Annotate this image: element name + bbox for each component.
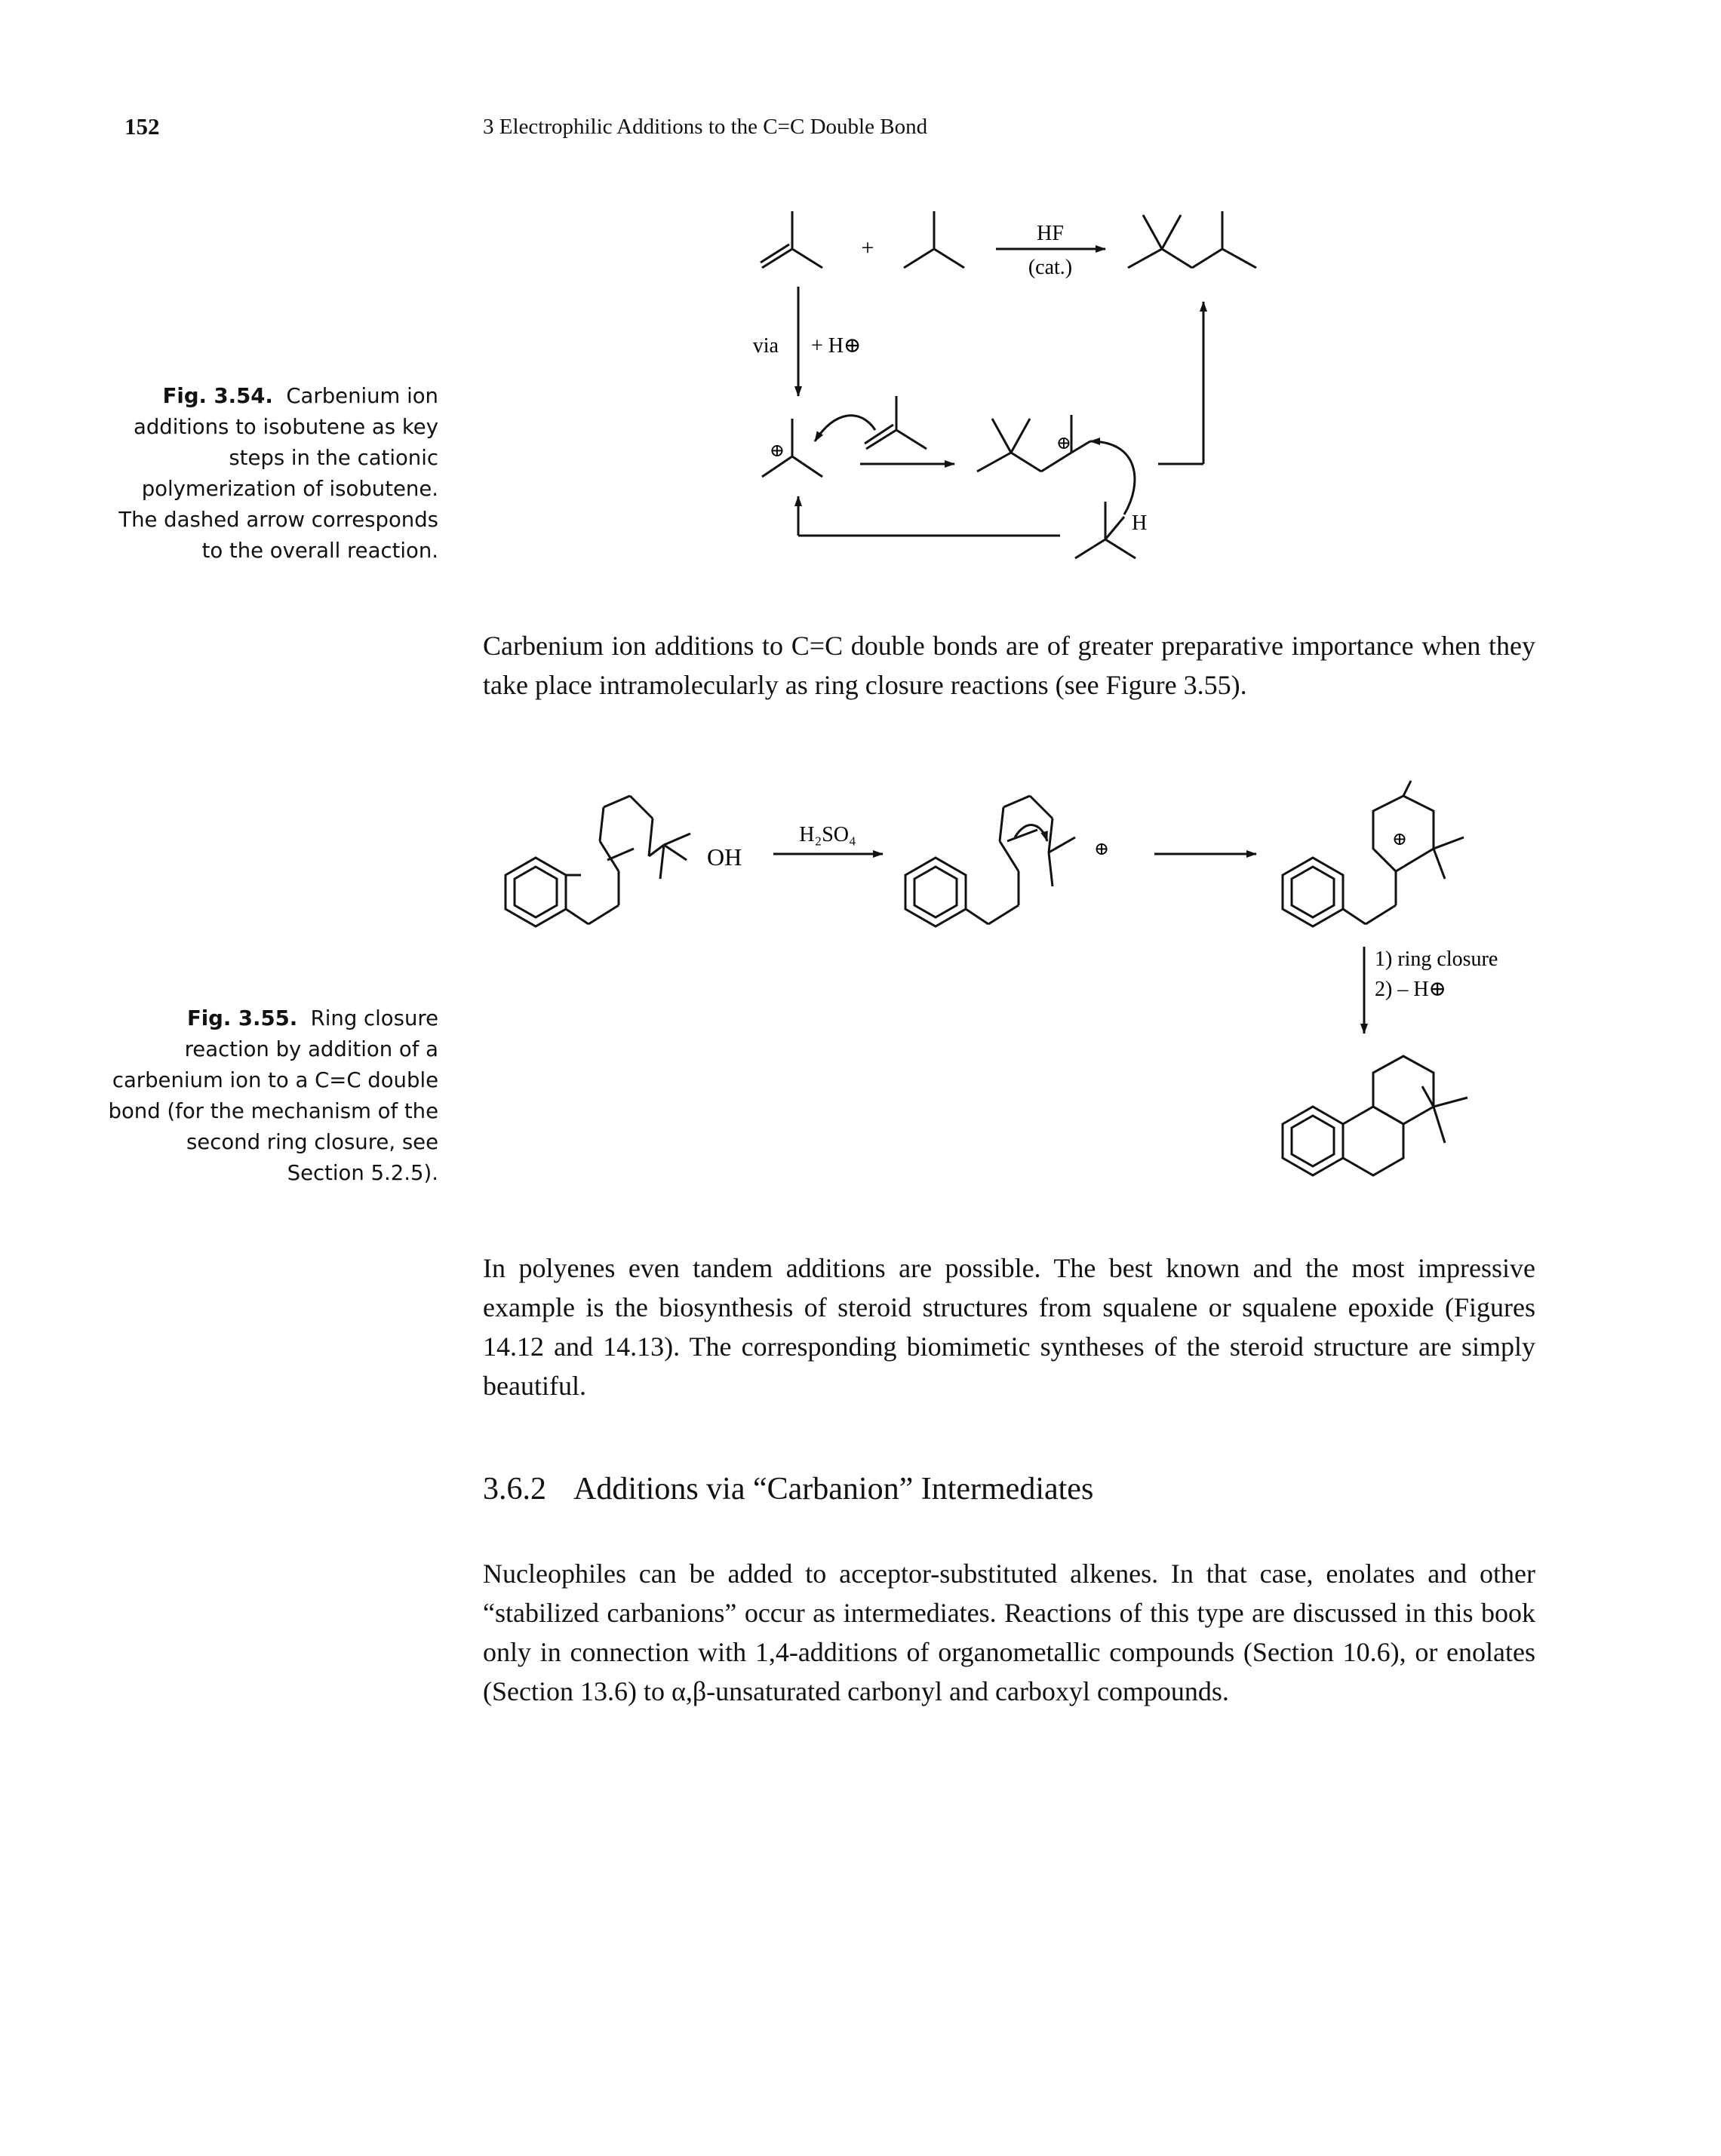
cation-symbol-2: ⊕ [1056, 434, 1071, 453]
paragraph-1: Carbenium ion additions to C=C double bo… [483, 631, 1535, 700]
reagent-cat: (cat.) [1028, 256, 1072, 279]
hydrogen-label: H [1132, 511, 1147, 535]
cation-symbol-open: ⊕ [1094, 840, 1109, 859]
scheme-3-54: + HF (cat.) via + H⊕ ⊕ ⊕ H [747, 196, 1313, 581]
figure-caption-text: Ring closure reaction by addition of a c… [108, 1006, 438, 1185]
section-number: 3.6.2 [483, 1472, 546, 1506]
via-label: via [753, 334, 779, 358]
section-heading: 3.6.2 Additions via “Carbanion” Intermedi… [483, 1471, 1093, 1507]
step-2-label: 2) – H⊕ [1375, 978, 1446, 1001]
paragraph-2: In polyenes even tandem additions are po… [483, 1253, 1535, 1401]
plus-sign: + [862, 235, 874, 260]
scheme-3-55: OH H₂SO₄ ⊕ ⊕ 1) ring closure 2) – H⊕ [498, 762, 1539, 1215]
paragraph-3: Nucleophiles can be added to acceptor-su… [483, 1559, 1535, 1706]
cation-symbol-1: ⊕ [770, 441, 785, 461]
figure-caption-text: Carbenium ion additions to isobutene as … [118, 384, 438, 563]
figure-caption-3-55: Fig. 3.55. Ring closure reaction by addi… [106, 1003, 438, 1189]
proton-label: + H⊕ [811, 334, 861, 358]
figure-caption-3-54: Fig. 3.54. Carbenium ion additions to is… [106, 381, 438, 567]
scheme-3-55-drawing: OH H₂SO₄ ⊕ ⊕ 1) ring closure 2) – H⊕ [504, 780, 1498, 1177]
step-1-label: 1) ring closure [1375, 947, 1498, 971]
reagent-h2so4: H₂SO₄ [799, 823, 856, 846]
figure-label: Fig. 3.55. [186, 1006, 298, 1030]
scheme-3-54-drawing: + HF (cat.) via + H⊕ ⊕ ⊕ H [753, 211, 1257, 560]
section-title: Additions via “Carbanion” Intermediates [573, 1472, 1094, 1506]
reagent-hf: HF [1037, 222, 1064, 245]
hydroxyl-label: OH [707, 843, 742, 871]
cation-symbol-ring: ⊕ [1392, 830, 1407, 849]
figure-label: Fig. 3.54. [162, 384, 273, 408]
running-head: 3 Electrophilic Additions to the C=C Dou… [483, 115, 928, 139]
page-number: 152 [124, 113, 160, 140]
